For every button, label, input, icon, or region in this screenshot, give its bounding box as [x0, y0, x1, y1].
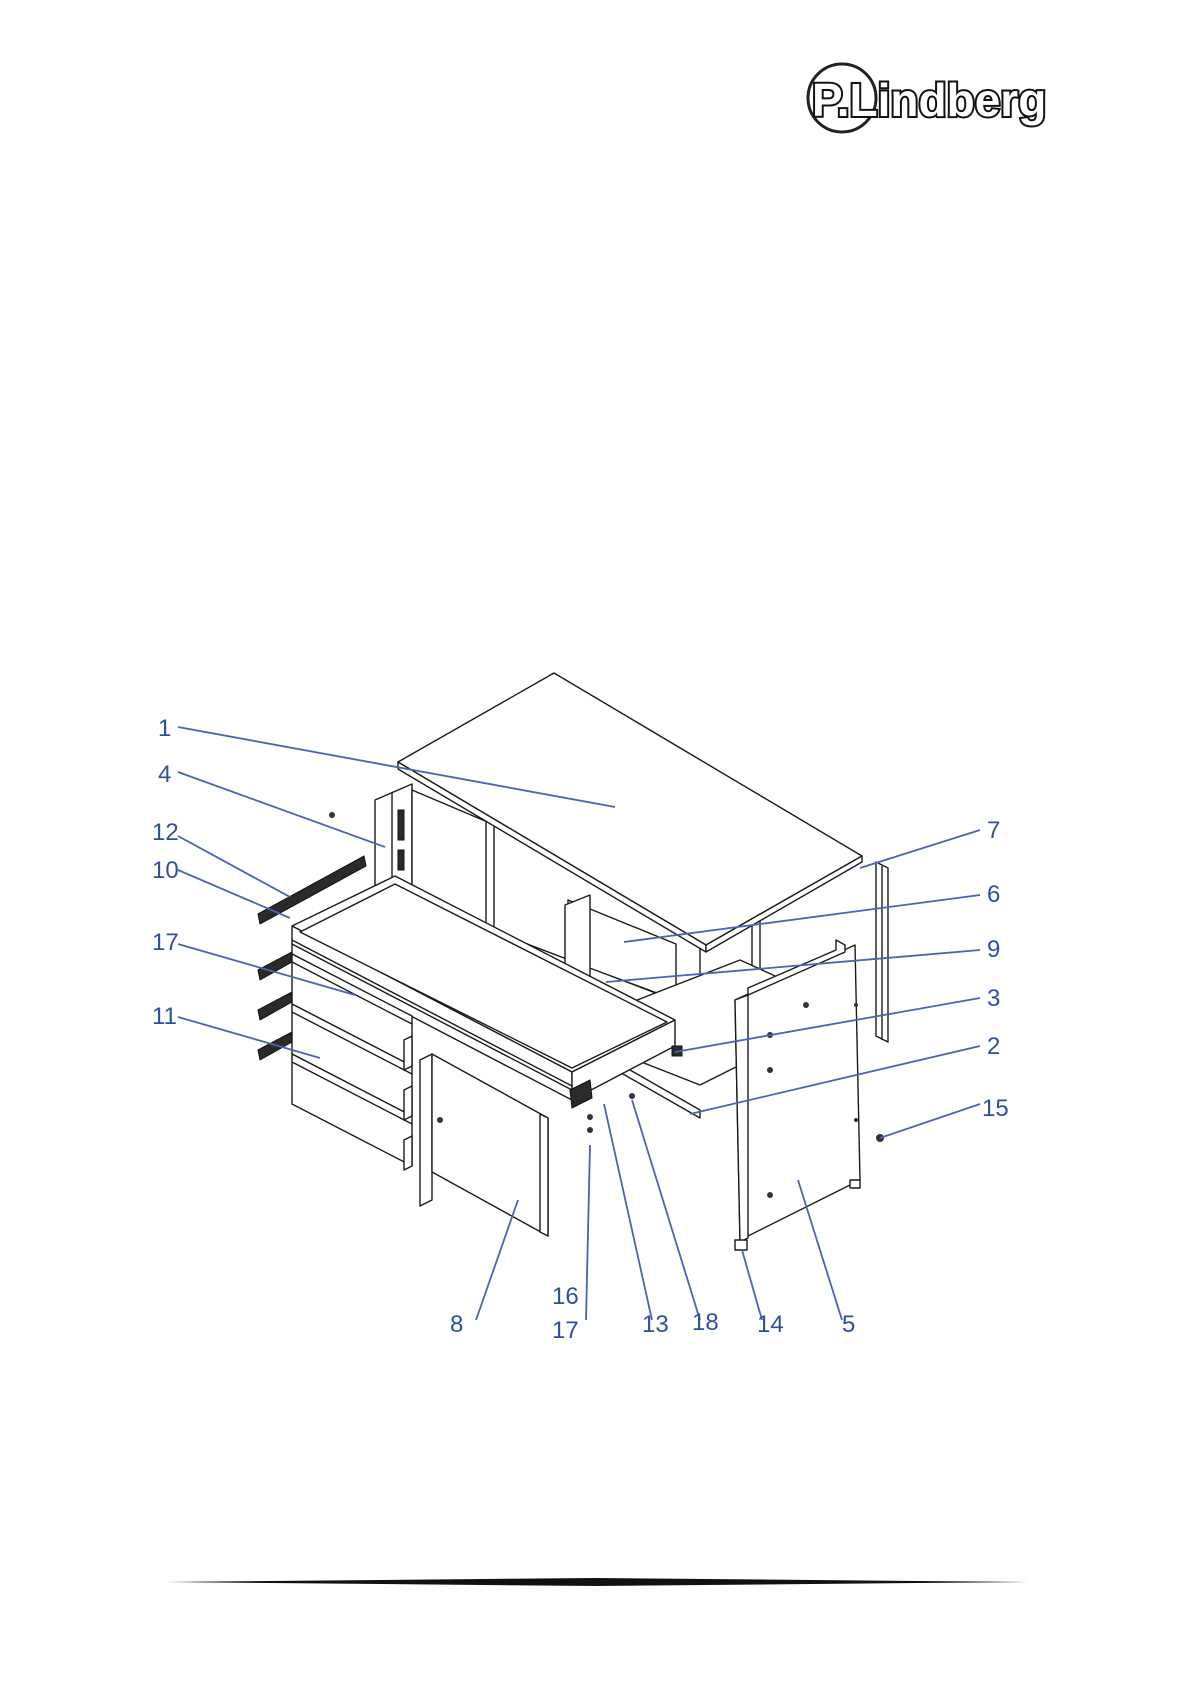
part-label-9: 9: [987, 936, 1000, 963]
part-label-1: 1: [158, 715, 171, 742]
part-label-7: 7: [987, 817, 1000, 844]
drawer-slide-4: [258, 1032, 292, 1060]
part-label-3: 3: [987, 985, 1000, 1012]
part-label-14: 14: [757, 1311, 784, 1338]
part-label-15: 15: [982, 1095, 1009, 1122]
part-label-12: 12: [152, 819, 179, 846]
part-label-10: 10: [152, 857, 179, 884]
nut-17: [587, 1127, 593, 1133]
brand-name: P.Lindberg: [812, 74, 1046, 126]
bolt-18: [629, 1093, 635, 1099]
part-label-17-bottom: 17: [552, 1317, 579, 1344]
p-lindberg-logo: P.Lindberg: [808, 64, 1046, 132]
part-label-2: 2: [987, 1033, 1000, 1060]
part-label-5: 5: [842, 1311, 855, 1338]
washer-16: [587, 1114, 593, 1120]
drawer-slide-3: [258, 992, 292, 1020]
cabinet-door: [432, 1054, 548, 1236]
part-label-13: 13: [642, 1311, 669, 1338]
part-label-11: 11: [152, 1003, 177, 1030]
part-label-8: 8: [450, 1311, 463, 1338]
part-label-4: 4: [158, 761, 171, 788]
door-hinge-edge: [420, 1054, 432, 1206]
footer-rule: [166, 1578, 1028, 1586]
part-label-18: 18: [692, 1309, 719, 1336]
leveling-foot: [735, 1240, 747, 1250]
part-label-17-left: 17: [152, 929, 179, 956]
part-label-16: 16: [552, 1283, 579, 1310]
part-label-6: 6: [987, 881, 1000, 908]
small-screw: [329, 812, 335, 818]
